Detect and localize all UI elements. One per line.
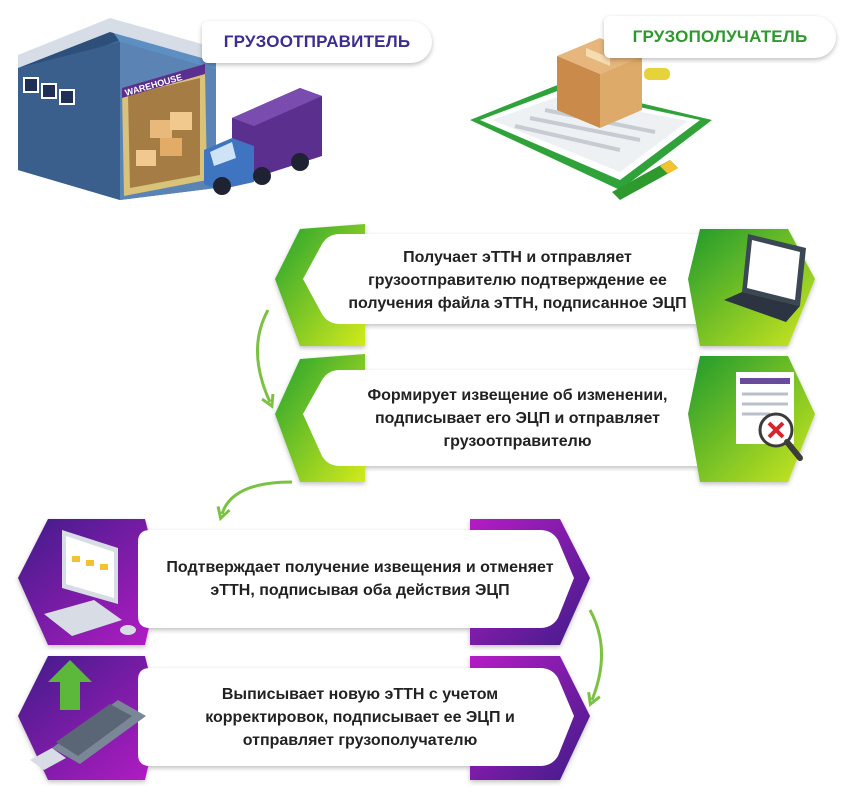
step-row-4: [18, 656, 590, 780]
flow-arrow-2-3: [216, 480, 293, 522]
laptop-icon: [724, 234, 806, 447]
desktop-computer-icon: [44, 530, 136, 636]
step-row-3: [18, 519, 590, 645]
warehouse-illustration: WAREHOUSE: [18, 18, 322, 200]
flow-arrow-1-2: [256, 309, 275, 409]
step-4-text: Выписывает новую эТТН с учетом корректир…: [205, 685, 515, 749]
usb-token-icon: [30, 660, 146, 770]
step-3-text: Подтверждает получение извещения и отмен…: [166, 559, 554, 599]
step-2-text: Формирует извещение об изменении, подпис…: [367, 386, 668, 450]
receiver-illustration: [470, 38, 712, 200]
sender-label-text: ГРУЗООТПРАВИТЕЛЬ: [223, 32, 411, 51]
document-reject-icon: [736, 372, 803, 461]
sender-label: ГРУЗООТПРАВИТЕЛЬ: [202, 21, 432, 63]
receiver-label: ГРУЗОПОЛУЧАТЕЛЬ: [604, 16, 836, 58]
receiver-label-text: ГРУЗОПОЛУЧАТЕЛЬ: [632, 27, 808, 46]
step-1-text: Получает эТТН и отправляет грузоотправит…: [348, 248, 687, 312]
flow-arrow-3-4: [587, 609, 603, 707]
